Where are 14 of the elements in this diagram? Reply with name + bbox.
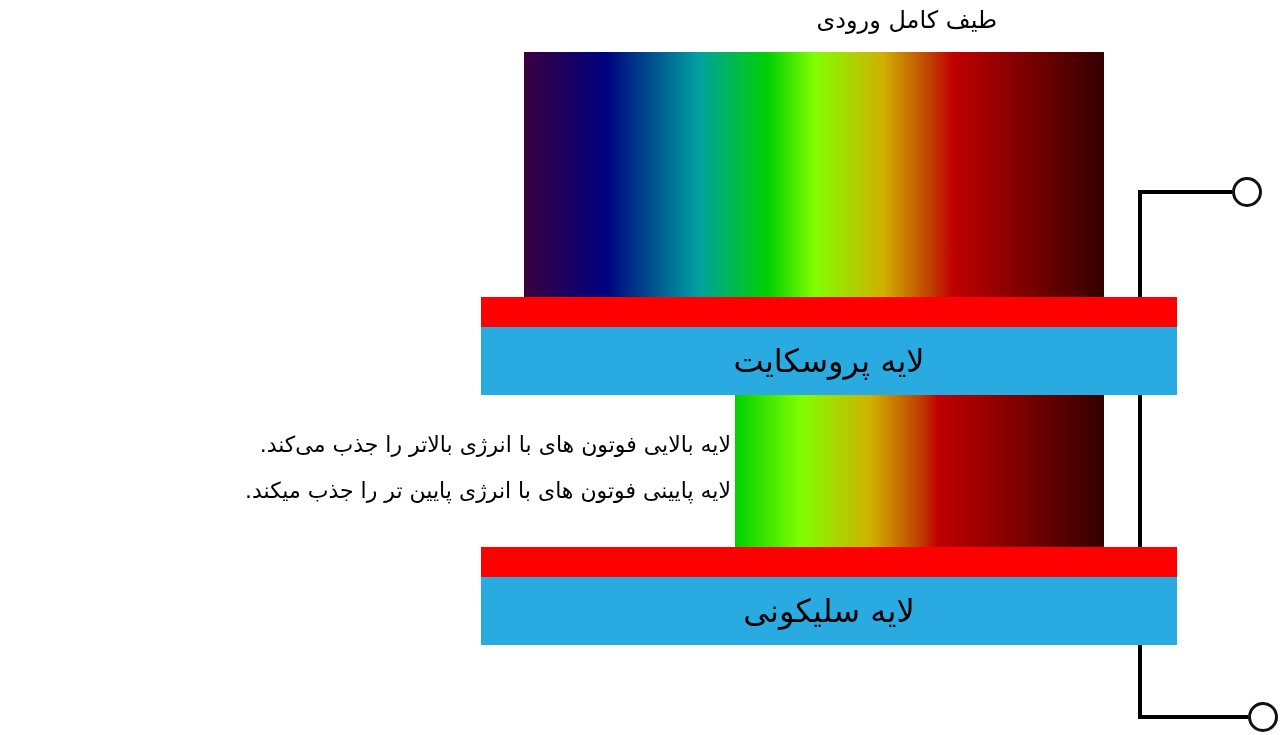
wire	[1138, 395, 1142, 547]
spectrum-gradient	[735, 395, 1104, 547]
terminal-circle	[1248, 702, 1278, 732]
terminal-circle	[1232, 177, 1262, 207]
perovskite-layer	[481, 297, 1177, 395]
wire	[1138, 190, 1232, 297]
spectrum-gradient	[524, 52, 1104, 297]
spectrum-title: طیف کامل ورودی	[816, 6, 997, 34]
description-text: لایه بالایی فوتون های با انرژی بالاتر را جذب می‌کند.	[259, 432, 731, 457]
layer-label: لایه سلیکونی	[743, 592, 915, 630]
silicon-layer	[481, 547, 1177, 645]
wire	[1138, 645, 1248, 719]
description-text: لایه پایینی فوتون های با انرژی پایین تر را جذب میکند.	[245, 478, 731, 503]
layer-label: لایه پروسکایت	[733, 342, 925, 380]
